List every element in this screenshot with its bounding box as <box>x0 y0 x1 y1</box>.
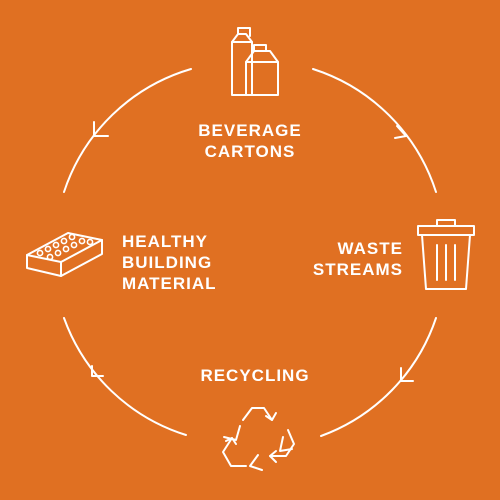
label-recycling: RECYCLING <box>180 365 330 386</box>
recycle-icon <box>222 407 295 471</box>
label-line: MATERIAL <box>122 274 217 293</box>
cycle-arc-top-left <box>63 68 192 193</box>
cycle-arc-bottom-left <box>63 317 187 436</box>
cycle-arc-top-right <box>312 68 437 193</box>
beverage-cartons-icon <box>231 27 279 96</box>
label-line: CARTONS <box>204 142 296 161</box>
label-beverage-cartons: BEVERAGE CARTONS <box>180 120 320 162</box>
label-line: BEVERAGE <box>198 121 302 140</box>
label-waste-streams: WASTE STREAMS <box>293 238 403 280</box>
brick-icon <box>26 232 103 277</box>
arrow-bottom-left <box>91 365 104 377</box>
arrow-top-right <box>394 125 407 139</box>
label-line: STREAMS <box>312 260 403 279</box>
cycle-arc-bottom-right <box>320 317 437 437</box>
label-line: HEALTHY <box>122 232 209 251</box>
arrow-bottom-right <box>400 367 414 382</box>
label-line: RECYCLING <box>200 366 310 385</box>
label-line: BUILDING <box>122 253 213 272</box>
arrow-top-left <box>93 121 109 137</box>
trash-can-icon <box>417 219 475 290</box>
label-line: WASTE <box>337 239 403 258</box>
label-healthy-building-material: HEALTHY BUILDING MATERIAL <box>122 231 242 294</box>
